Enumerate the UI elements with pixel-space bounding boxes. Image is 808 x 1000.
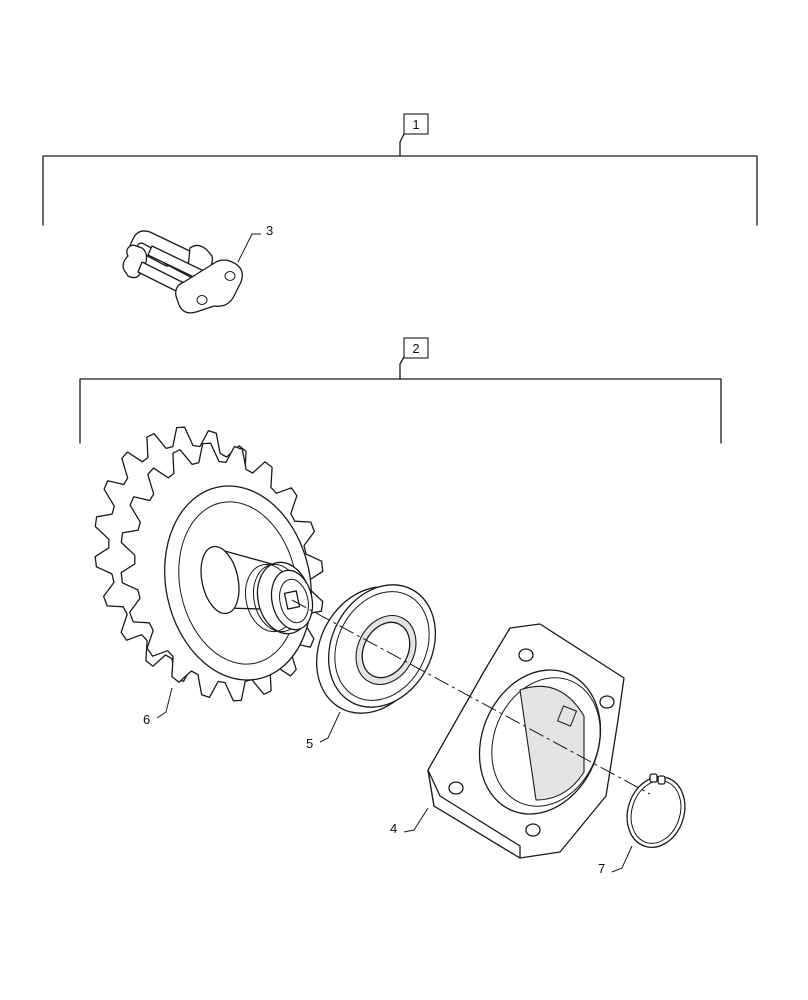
- bearing-part[interactable]: [295, 566, 456, 743]
- group-2-bracket: 2: [79, 337, 722, 444]
- double-sprocket-part[interactable]: [94, 426, 329, 719]
- callout-1: 1: [412, 117, 419, 132]
- assembly-center-line: [291, 599, 651, 795]
- callout-box-1[interactable]: [403, 113, 429, 135]
- callout-box-2[interactable]: [403, 337, 429, 359]
- callout-4: 4: [390, 821, 397, 836]
- callout-7: 7: [598, 861, 605, 876]
- callout-6: 6: [143, 712, 150, 727]
- chain-link-part[interactable]: [122, 230, 261, 314]
- callout-5: 5: [306, 736, 313, 751]
- callout-2: 2: [412, 341, 419, 356]
- group-1-bracket: 1: [42, 113, 758, 226]
- flange-housing-part[interactable]: [403, 623, 625, 859]
- retaining-ring-part[interactable]: [611, 769, 694, 873]
- callout-3: 3: [266, 223, 273, 238]
